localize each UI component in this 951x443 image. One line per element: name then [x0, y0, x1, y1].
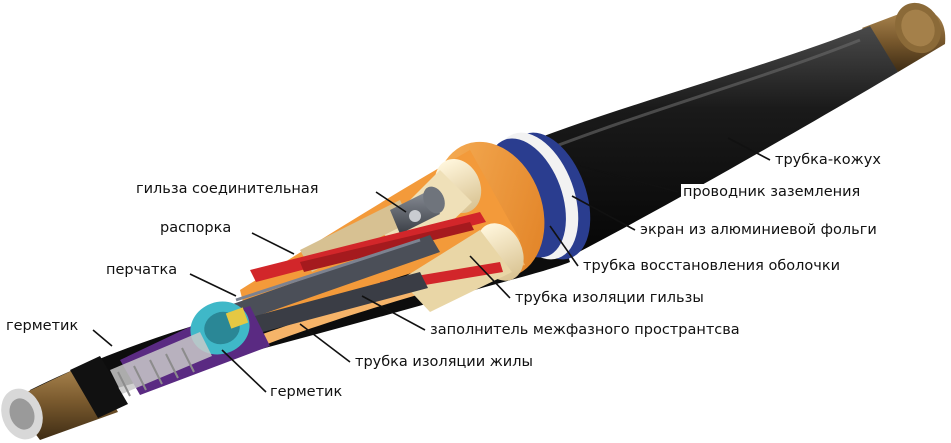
label-core-insulation-tube: трубка изоляции жилы — [353, 354, 535, 371]
label-sealant-bottom: герметик — [268, 384, 345, 401]
label-sleeve-insulation-tube: трубка изоляции гильзы — [513, 290, 706, 307]
leader-interphase-filler — [361, 295, 426, 331]
label-sealant-left: герметик — [4, 318, 81, 335]
glove-and-sealant — [110, 301, 270, 397]
leader-sealant-bottom — [221, 349, 267, 393]
label-connecting-sleeve: гильза соединительная — [134, 181, 321, 198]
leader-ground-conductor — [579, 165, 679, 193]
leader-core-insulation-tube — [299, 323, 351, 363]
core-insulation-tubes — [230, 235, 440, 336]
leader-spacer — [251, 232, 295, 255]
label-spacer: распорка — [158, 220, 234, 237]
label-interphase-filler: заполнитель межфазного пространтсва — [428, 322, 742, 339]
leader-sealant-left — [92, 329, 113, 347]
leader-connecting-sleeve — [375, 191, 407, 213]
leader-sheath-restoration-tube — [549, 225, 579, 267]
leader-outer-sheath-tube — [727, 137, 771, 161]
leader-glove — [189, 273, 237, 297]
label-aluminum-foil-screen: экран из алюминиевой фольги — [638, 222, 879, 239]
leader-lines — [92, 137, 771, 393]
cable-end-right — [862, 2, 946, 72]
label-glove: перчатка — [104, 262, 180, 279]
label-sheath-restoration-tube: трубка восстановления оболочки — [581, 258, 843, 275]
connecting-sleeve — [390, 186, 445, 234]
leader-sleeve-insulation-tube — [469, 255, 511, 299]
leader-aluminum-foil-screen — [571, 195, 636, 231]
label-outer-sheath-tube: трубка-кожух — [773, 152, 883, 169]
label-ground-conductor: проводник заземления — [681, 184, 863, 201]
cable-end-left — [1, 356, 128, 440]
